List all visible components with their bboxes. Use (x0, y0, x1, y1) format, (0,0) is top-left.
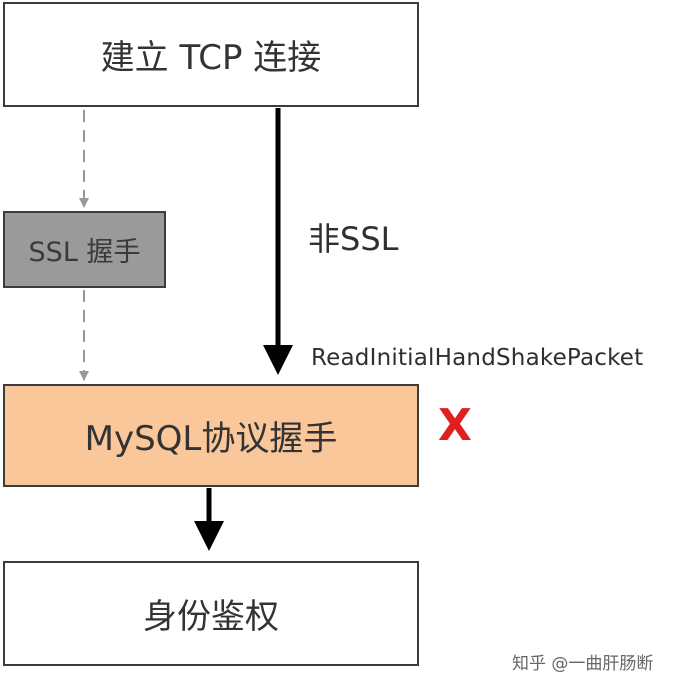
non-ssl-label: 非SSL (308, 220, 399, 258)
ssl-handshake-label: SSL 握手 (28, 237, 141, 268)
ssl-handshake-box: SSL 握手 (3, 211, 166, 288)
tcp-connect-label: 建立 TCP 连接 (100, 38, 322, 78)
tcp-connect-box: 建立 TCP 连接 (3, 2, 419, 107)
authentication-box: 身份鉴权 (3, 561, 419, 666)
mysql-handshake-box: MySQL协议握手 (3, 384, 419, 487)
authentication-label: 身份鉴权 (143, 597, 279, 637)
read-initial-handshake-packet-label: ReadInitialHandShakePacket (311, 345, 644, 371)
watermark: 知乎 @一曲肝肠断 (512, 654, 654, 674)
mysql-handshake-label: MySQL协议握手 (84, 419, 338, 459)
failure-x-mark: X (438, 400, 472, 451)
